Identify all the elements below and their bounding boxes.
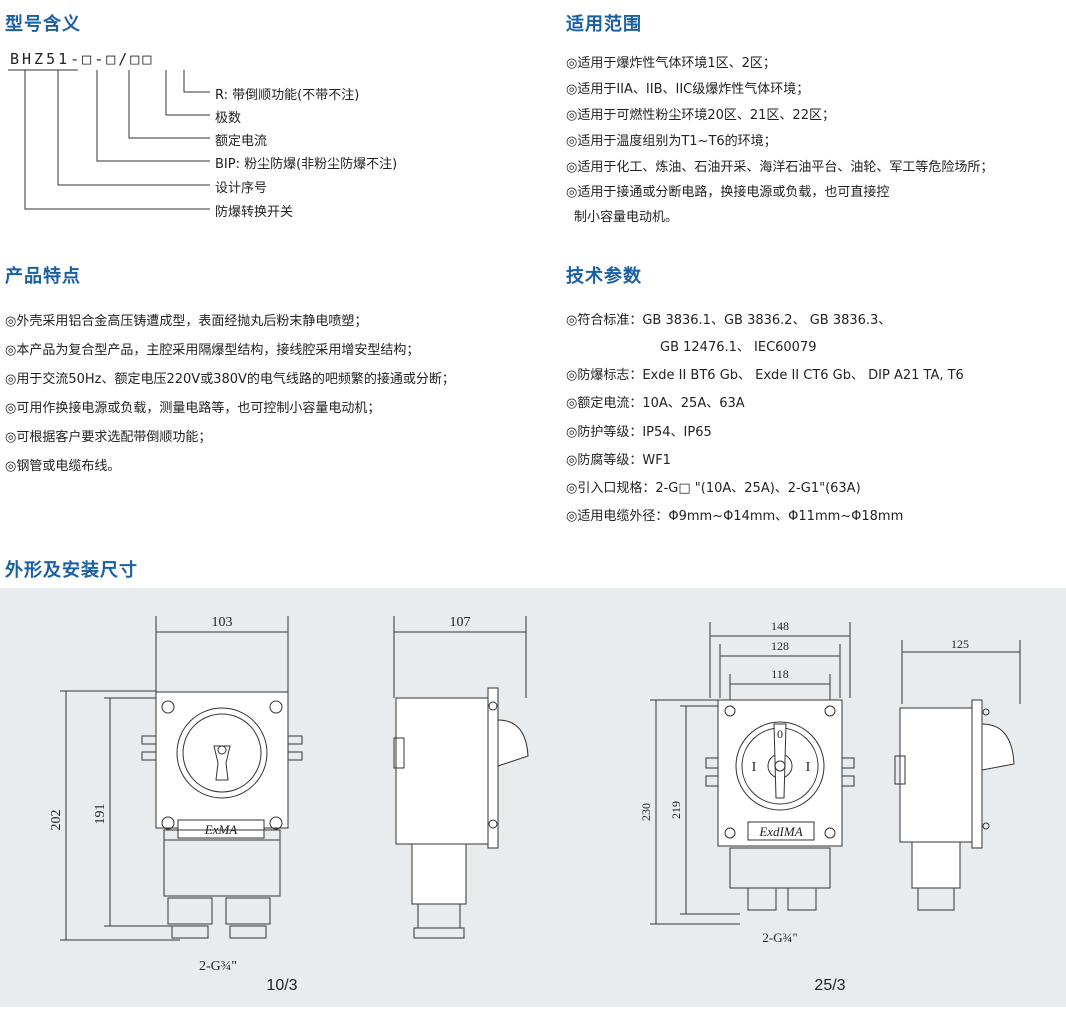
tech-line: ◎符合标准：GB 3836.1、GB 3836.2、 GB 3836.3、 bbox=[566, 313, 892, 328]
model-tree-lines bbox=[8, 69, 210, 210]
scope-line: 制小容量电动机。 bbox=[574, 210, 679, 225]
feature-line: ◎可用作换接电源或负载，测量电路等，也可控制小容量电动机； bbox=[5, 401, 381, 416]
feature-line: ◎钢管或电缆布线。 bbox=[5, 459, 121, 474]
scope-line: ◎适用于接通或分断电路，换接电源或负载，也可直接控 bbox=[566, 185, 890, 200]
tech-line: GB 12476.1、 IEC60079 bbox=[660, 340, 817, 355]
switch-label-left: I bbox=[752, 760, 757, 775]
model-label-dust: BIP: 粉尘防爆(非粉尘防爆不注) bbox=[215, 157, 398, 172]
dim-side-125: 125 bbox=[951, 637, 969, 651]
tech-line: ◎防爆标志：Exde II BT6 Gb、 Exde II CT6 Gb、 DI… bbox=[566, 368, 964, 383]
heading-scope: 适用范围 bbox=[566, 14, 642, 35]
dim-width-103: 103 bbox=[212, 615, 233, 630]
dim-width-148: 148 bbox=[771, 619, 789, 633]
heading-tech: 技术参数 bbox=[566, 266, 642, 287]
thread-10a: 2-G¾" bbox=[199, 959, 237, 974]
caption-10-3: 10/3 bbox=[266, 977, 297, 994]
dimension-drawing-panel: 103 107 202 191 ExMA 2-G¾" 10/3 148 128 … bbox=[0, 588, 1066, 1007]
tech-line: ◎防腐等级：WF1 bbox=[566, 453, 671, 468]
heading-dims: 外形及安装尺寸 bbox=[5, 560, 138, 581]
dim-height-191: 191 bbox=[93, 804, 108, 825]
feature-line: ◎本产品为复合型产品，主腔采用隔爆型结构，接线腔采用增安型结构； bbox=[5, 343, 420, 358]
tech-line: ◎引入口规格：2-G□ "(10A、25A)、2-G1"(63A) bbox=[566, 481, 861, 496]
model-label-type: 防爆转换开关 bbox=[215, 205, 294, 220]
dimension-drawings: 103 107 202 191 ExMA 2-G¾" 10/3 148 128 … bbox=[49, 615, 1021, 994]
feature-line: ◎外壳采用铝合金高压铸遭成型，表面经抛丸后粉末静电喷塑； bbox=[5, 314, 368, 329]
model-label-design: 设计序号 bbox=[215, 181, 268, 196]
model-label-current: 额定电流 bbox=[215, 134, 268, 149]
switch-label-top: 0 bbox=[777, 727, 783, 741]
heading-features: 产品特点 bbox=[5, 266, 81, 287]
scope-line: ◎适用于IIA、IIB、IIC级爆炸性气体环境； bbox=[566, 82, 810, 97]
switch-label-right: I bbox=[806, 760, 811, 775]
dim-width-128: 128 bbox=[771, 639, 789, 653]
tech-line: ◎额定电流：10A、25A、63A bbox=[566, 396, 745, 411]
model-label-r: R: 带倒顺功能(不带不注) bbox=[215, 88, 360, 103]
dim-width-118: 118 bbox=[771, 667, 789, 681]
mark-exdima: ExdIMA bbox=[758, 824, 802, 839]
thread-25a: 2-G¾" bbox=[762, 930, 797, 945]
model-label-poles: 极数 bbox=[215, 111, 242, 126]
dim-side-107: 107 bbox=[450, 615, 471, 630]
tech-line: ◎适用电缆外径：Φ9mm~Φ14mm、Φ11mm~Φ18mm bbox=[566, 509, 904, 524]
dim-height-202: 202 bbox=[49, 810, 64, 831]
dim-height-219: 219 bbox=[669, 801, 683, 819]
tech-line: ◎防护等级：IP54、IP65 bbox=[566, 425, 712, 440]
scope-line: ◎适用于爆炸性气体环境1区、2区； bbox=[566, 56, 776, 71]
feature-line: ◎用于交流50Hz、额定电压220V或380V的电气线路的吧频繁的接通或分断； bbox=[5, 372, 455, 387]
scope-line: ◎适用于化工、炼油、石油开采、海洋石油平台、油轮、军工等危险场所； bbox=[566, 160, 994, 175]
dim-height-230: 230 bbox=[639, 803, 653, 821]
mark-exma: ExMA bbox=[204, 822, 238, 837]
front-view-25a bbox=[650, 622, 1021, 925]
heading-model: 型号含义 bbox=[5, 14, 81, 35]
caption-25-3: 25/3 bbox=[814, 977, 845, 994]
model-code: BHZ51-□-□/□□ bbox=[10, 50, 155, 68]
front-view-10a bbox=[60, 616, 529, 941]
scope-line: ◎适用于温度组别为T1~T6的环境； bbox=[566, 134, 777, 149]
scope-line: ◎适用于可燃性粉尘环境20区、21区、22区； bbox=[566, 108, 835, 123]
feature-line: ◎可根据客户要求选配带倒顺功能； bbox=[5, 430, 212, 445]
